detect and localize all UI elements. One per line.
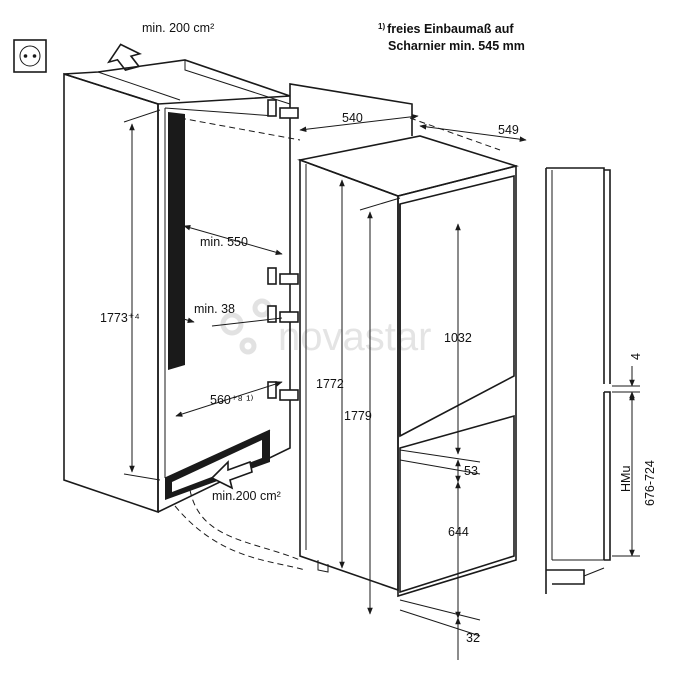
depth-540-label: 540 (342, 111, 363, 125)
min-550-label: min. 550 (200, 235, 248, 249)
airflow-in-arrow-icon (210, 460, 253, 490)
height-1779-label: 1779 (344, 409, 372, 423)
watermark: novastar (220, 298, 431, 359)
fridge-appliance (297, 135, 519, 598)
power-socket-icon (13, 39, 47, 73)
watermark-text: novastar (278, 315, 431, 359)
gap-4-label: 4 (629, 353, 643, 360)
width-549-label: 549 (498, 123, 519, 137)
side-section-view: 4 HMu 676-724 (545, 167, 657, 594)
note-line1: 1)freies Einbaumaß auf (378, 22, 514, 36)
airflow-up-arrow-icon (106, 43, 142, 71)
min-38-label: min. 38 (194, 302, 235, 316)
niche-height-label: 1773⁺⁴ (100, 311, 140, 325)
hmu-range-label: 676-724 (643, 460, 657, 506)
gap-53-label: 53 (464, 464, 478, 478)
hmu-label: HMu (619, 466, 633, 492)
appliance-dimensions: 540 549 1772 1779 1032 53 644 32 (179, 111, 527, 660)
hinge-group (267, 99, 299, 401)
door-644-label: 644 (448, 525, 469, 539)
height-1772-label: 1772 (316, 377, 344, 391)
niche-dimensions: 1773⁺⁴ min. 550 min. 38 560⁺⁸ ¹⁾ (100, 109, 283, 481)
gap-32-label: 32 (466, 631, 480, 645)
vent-top-label: min. 200 cm² (142, 21, 214, 35)
door-panel (289, 83, 413, 420)
note-line2: Scharnier min. 545 mm (388, 39, 525, 53)
door-1032-label: 1032 (444, 331, 472, 345)
niche-width-label: 560⁺⁸ ¹⁾ (210, 393, 253, 407)
vent-bottom-label: min.200 cm² (212, 489, 281, 503)
niche-cabinet (63, 59, 291, 514)
